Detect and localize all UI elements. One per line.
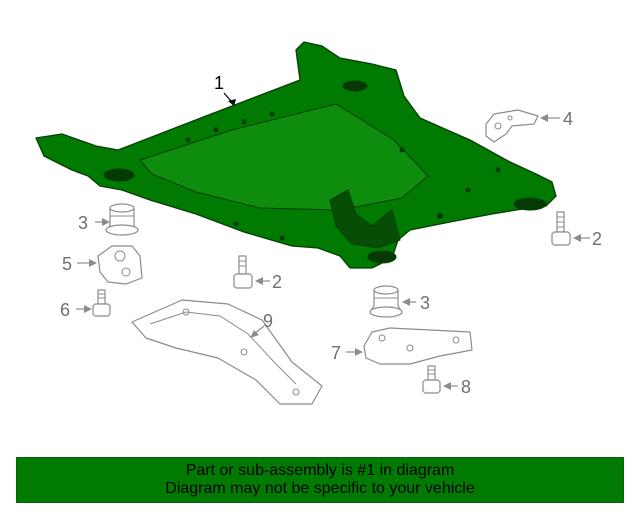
arrowhead-7 bbox=[355, 348, 363, 356]
subframe-part-1[interactable] bbox=[35, 41, 557, 269]
bracket-part-7[interactable] bbox=[363, 327, 473, 365]
callout-7: 7 bbox=[331, 343, 341, 363]
arrowhead-2a bbox=[573, 234, 581, 242]
arrowhead-2b bbox=[255, 277, 263, 285]
bracket-part-4[interactable] bbox=[485, 109, 539, 143]
callout-3b: 3 bbox=[420, 293, 430, 313]
arrowhead-1 bbox=[228, 99, 236, 106]
parts-diagram: 1 4 3 5 6 bbox=[35, 41, 602, 405]
plate-part-9[interactable] bbox=[131, 299, 323, 405]
arrowhead-9 bbox=[250, 330, 259, 338]
callout-1: 1 bbox=[214, 73, 224, 93]
bushing-part-3b[interactable] bbox=[369, 285, 403, 318]
callout-4: 4 bbox=[563, 109, 573, 129]
arrowhead-3b bbox=[402, 298, 410, 306]
arrowhead-5 bbox=[89, 259, 97, 267]
callout-5: 5 bbox=[62, 254, 72, 274]
arrowhead-6 bbox=[84, 305, 92, 313]
info-banner: Part or sub-assembly is #1 in diagram Di… bbox=[16, 457, 624, 503]
callout-3a: 3 bbox=[78, 213, 88, 233]
callout-8: 8 bbox=[461, 377, 471, 397]
banner-line-2: Diagram may not be specific to your vehi… bbox=[165, 480, 475, 497]
bolt-part-6[interactable] bbox=[92, 289, 111, 317]
bolt-part-2b[interactable] bbox=[233, 255, 253, 289]
arrowhead-4 bbox=[540, 114, 548, 122]
banner-line-1: Part or sub-assembly is #1 in diagram bbox=[185, 462, 455, 479]
bolt-part-8[interactable] bbox=[422, 365, 441, 394]
callout-6: 6 bbox=[60, 300, 70, 320]
mount-part-5[interactable] bbox=[97, 245, 143, 285]
bushing-part-3a[interactable] bbox=[105, 203, 139, 236]
bolt-part-2a[interactable] bbox=[551, 211, 571, 246]
callout-2a: 2 bbox=[592, 229, 602, 249]
arrowhead-8 bbox=[443, 382, 451, 390]
arrowhead-3a bbox=[102, 218, 110, 226]
callout-9: 9 bbox=[263, 311, 273, 331]
callout-2b: 2 bbox=[272, 272, 282, 292]
